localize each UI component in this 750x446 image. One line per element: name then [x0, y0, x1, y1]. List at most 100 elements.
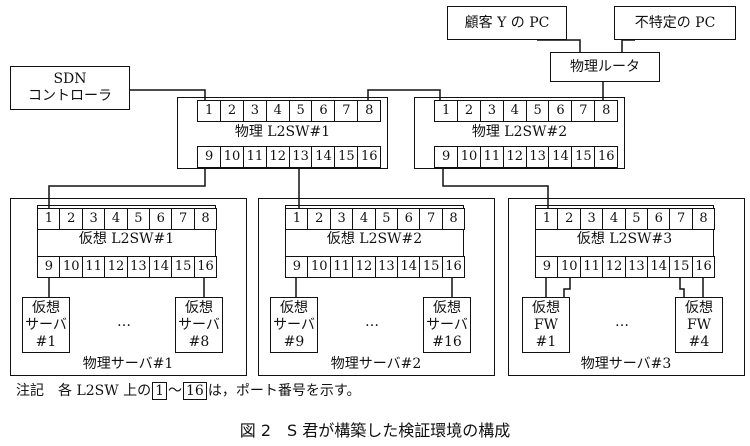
virtual-l2sw-2-port-bottom-11: 11 — [329, 256, 354, 278]
virtual-l2sw-1-port-top-3: 3 — [81, 208, 106, 230]
virtual-server-8: 仮想サーバ#8 — [175, 297, 223, 353]
virtual-l2sw-1-port-bottom-13: 13 — [126, 256, 151, 278]
physical-l2sw-1-port-bottom-15: 15 — [334, 146, 359, 168]
virtual-l2sw-2-port-bottom-12: 12 — [352, 256, 376, 278]
virtual-server-16: 仮想サーバ#16 — [423, 297, 471, 353]
virtual-l2sw-2-port-top-5: 5 — [374, 208, 399, 230]
wire-l2sw2-port9-to-vsw3-port1 — [442, 168, 549, 208]
virtual-l2sw-3-port-top-7: 7 — [669, 208, 693, 230]
virtual-l2sw-1-port-bottom-10: 10 — [59, 256, 84, 278]
physical-l2sw-2-port-top-2: 2 — [456, 100, 482, 122]
virtual-l2sw-1-port-top-6: 6 — [148, 208, 173, 230]
physical-l2sw-2-port-top-5: 5 — [525, 100, 550, 122]
virtual-l2sw-2-port-bottom-15: 15 — [419, 256, 443, 278]
virtual-l2sw-3-port-bottom-16: 16 — [691, 256, 716, 278]
virtual-l2sw-3-port-top-6: 6 — [646, 208, 671, 230]
physical-server-1-label: 物理サーバ#1 — [82, 356, 174, 372]
virtual-l2sw-2-port-top-6: 6 — [396, 208, 421, 230]
physical-l2sw-2-port-top-3: 3 — [479, 100, 504, 122]
virtual-l2sw-3-port-bottom-12: 12 — [602, 256, 626, 278]
virtual-l2sw-1-port-top-8: 8 — [193, 208, 218, 230]
physical-l2sw-2-port-top-1: 1 — [434, 100, 459, 122]
wire-vsw3-port15-to-fw4 — [679, 278, 685, 297]
physical-l2sw-1-port-bottom-10: 10 — [219, 146, 245, 168]
virtual-l2sw-1-label: 仮想 L2SW#1 — [78, 231, 175, 247]
virtual-l2sw-2-port-top-3: 3 — [329, 208, 354, 230]
virtual-l2sw-3-port-top-4: 4 — [602, 208, 626, 230]
virtual-l2sw-2-port-bottom-13: 13 — [374, 256, 399, 278]
virtual-l2sw-1-port-top-2: 2 — [59, 208, 84, 230]
physical-l2sw-2-port-bottom-10: 10 — [456, 146, 482, 168]
wire-l2sw1-port8-to-l2sw2-port1 — [367, 89, 441, 100]
virtual-l2sw-2-port-bottom-14: 14 — [396, 256, 421, 278]
physical-l2sw-1-port-top-7: 7 — [334, 100, 359, 122]
virtual-l2sw-1-port-bottom-15: 15 — [171, 256, 195, 278]
virtual-l2sw-3-label: 仮想 L2SW#3 — [576, 231, 673, 247]
virtual-l2sw-3-port-top-3: 3 — [579, 208, 604, 230]
physical-l2sw-2-label: 物理 L2SW#2 — [471, 124, 568, 140]
virtual-l2sw-2-port-top-1: 1 — [285, 208, 309, 230]
virtual-l2sw-1-port-bottom-9: 9 — [37, 256, 61, 278]
physical-l2sw-1-port-top-2: 2 — [219, 100, 245, 122]
physical-server-3-label: 物理サーバ#3 — [580, 356, 672, 372]
physical-l2sw-1-port-bottom-11: 11 — [242, 146, 267, 168]
physical-l2sw-1-port-top-3: 3 — [242, 100, 267, 122]
physical-l2sw-2-port-bottom-14: 14 — [548, 146, 573, 168]
virtual-l2sw-1-port-bottom-12: 12 — [104, 256, 128, 278]
physical-l2sw-2-port-top-6: 6 — [548, 100, 573, 122]
virtual-l2sw-2-port-top-4: 4 — [352, 208, 376, 230]
physical-l2sw-1-port-top-8: 8 — [357, 100, 382, 122]
virtual-l2sw-1-port-top-1: 1 — [37, 208, 61, 230]
wire-unspecified-pc-to-router — [621, 39, 635, 52]
physical-server-2 — [258, 198, 495, 376]
physical-l2sw-1-port-top-4: 4 — [265, 100, 290, 122]
virtual-l2sw-2-port-bottom-16: 16 — [441, 256, 466, 278]
physical-l2sw-1-port-top-6: 6 — [311, 100, 336, 122]
virtual-l2sw-3-port-top-5: 5 — [624, 208, 649, 230]
virtual-l2sw-2-port-top-7: 7 — [419, 208, 443, 230]
virtual-l2sw-3-port-top-8: 8 — [691, 208, 716, 230]
physical-server-1 — [10, 198, 247, 376]
physical-l2sw-2-port-bottom-13: 13 — [525, 146, 550, 168]
physical-l2sw-1-port-bottom-12: 12 — [265, 146, 290, 168]
ellipsis-server-1: … — [117, 314, 131, 330]
virtual-server-9: 仮想サーバ#9 — [270, 297, 318, 353]
virtual-l2sw-3-port-bottom-9: 9 — [535, 256, 559, 278]
customer-y-pc: 顧客 Y の PC — [447, 6, 567, 40]
virtual-l2sw-3-port-bottom-11: 11 — [579, 256, 604, 278]
physical-l2sw-1-port-top-1: 1 — [197, 100, 222, 122]
physical-server-2-label: 物理サーバ#2 — [330, 356, 422, 372]
physical-l2sw-2-port-top-4: 4 — [502, 100, 527, 122]
wire-vsw3-port10-to-fw1 — [563, 278, 571, 297]
virtual-l2sw-1-port-bottom-16: 16 — [193, 256, 218, 278]
ellipsis-server-3: … — [615, 314, 629, 330]
wire-l2sw1-port9-to-vsw1-port1 — [48, 168, 206, 208]
virtual-l2sw-1-port-top-5: 5 — [126, 208, 151, 230]
physical-l2sw-2-port-bottom-12: 12 — [502, 146, 527, 168]
virtual-l2sw-3-port-bottom-14: 14 — [646, 256, 671, 278]
physical-l2sw-2-port-bottom-9: 9 — [434, 146, 459, 168]
ellipsis-server-2: … — [365, 314, 379, 330]
physical-router: 物理ルータ — [550, 52, 660, 82]
physical-l2sw-1-port-bottom-9: 9 — [197, 146, 222, 168]
virtual-l2sw-1-port-bottom-11: 11 — [81, 256, 106, 278]
physical-l2sw-1-port-top-5: 5 — [288, 100, 313, 122]
note-port-box-first: 1 — [152, 382, 168, 400]
virtual-l2sw-3-port-bottom-13: 13 — [624, 256, 649, 278]
virtual-l2sw-2-label: 仮想 L2SW#2 — [326, 231, 423, 247]
physical-l2sw-2-port-top-8: 8 — [594, 100, 619, 122]
physical-l2sw-1-port-bottom-14: 14 — [311, 146, 336, 168]
physical-l2sw-1-port-bottom-16: 16 — [357, 146, 382, 168]
virtual-l2sw-2-port-top-8: 8 — [441, 208, 466, 230]
physical-l2sw-1 — [177, 97, 388, 169]
virtual-l2sw-2-port-bottom-10: 10 — [307, 256, 332, 278]
unspecified-pc: 不特定の PC — [614, 6, 736, 40]
figure-caption: 図 2 S 君が構築した検証環境の構成 — [239, 421, 511, 440]
virtual-l2sw-2-port-bottom-9: 9 — [285, 256, 309, 278]
virtual-l2sw-2-port-top-2: 2 — [307, 208, 332, 230]
sdn-controller: SDN コントローラ — [10, 66, 130, 110]
